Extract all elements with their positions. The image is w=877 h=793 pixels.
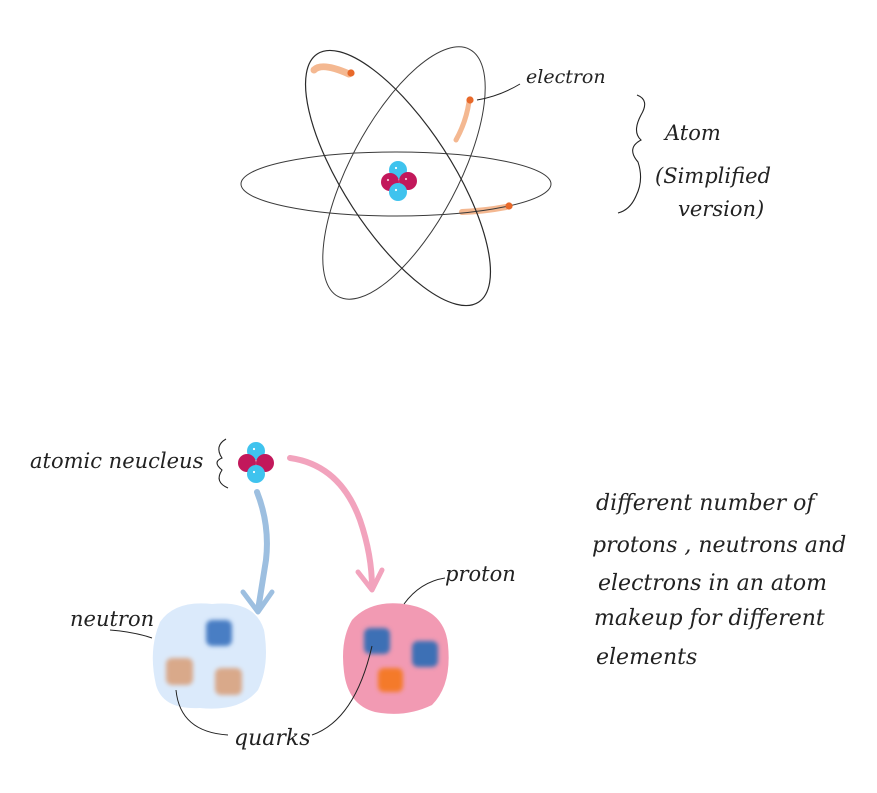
note-line-1: different number of: [596, 491, 818, 516]
neutron-blob: [152, 603, 266, 709]
electron-pointer-line: [476, 83, 521, 101]
explanation-note: different number of protons , neutrons a…: [592, 491, 846, 670]
note-line-3: electrons in an atom: [598, 571, 827, 596]
proton-pointer-line: [403, 577, 446, 605]
electron-dot-2: [466, 96, 474, 104]
quark-blue: [364, 628, 390, 654]
quark-blue: [206, 620, 232, 646]
quarks-label: quarks: [234, 726, 311, 751]
note-line-5: elements: [596, 645, 697, 670]
orbit-horizontal: [240, 151, 552, 217]
electron-trail-1: [310, 63, 353, 78]
orbit-left-tilt: [304, 49, 492, 307]
proton-label: proton: [445, 562, 516, 586]
neutron-label: neutron: [70, 607, 154, 631]
atom-brace: [617, 94, 646, 214]
neutron-particle: [389, 183, 407, 201]
quarks-pointer-neutron: [175, 689, 229, 736]
note-line-2: protons , neutrons and: [592, 533, 846, 558]
neutron-particle: [247, 465, 265, 483]
quark-orange: [378, 668, 403, 692]
electron-dot-3: [505, 202, 513, 210]
atom-model: [240, 46, 552, 307]
neutron-pointer-line: [109, 629, 153, 639]
nucleus-brace: [216, 438, 229, 489]
atom-label-line2: (Simplified: [655, 164, 771, 188]
note-line-4: makeup for different: [594, 606, 825, 631]
quark-tan: [166, 658, 193, 685]
quarks-pointer-proton: [311, 645, 373, 736]
atom-nucleus: [381, 161, 417, 201]
electron-trail-2: [453, 99, 472, 143]
small-nucleus: [238, 442, 274, 483]
atomic-nucleus-label: atomic neucleus: [30, 449, 204, 473]
electron-dot-1: [347, 69, 355, 77]
proton-blob: [343, 603, 449, 714]
arrow-to-proton: [287, 455, 385, 593]
electron-label: electron: [526, 66, 606, 88]
atom-label-line3: version): [678, 197, 764, 221]
quark-tan: [215, 668, 242, 695]
quark-blue: [412, 641, 438, 667]
orbit-right-tilt: [322, 46, 486, 300]
atom-label-line1: Atom: [663, 121, 721, 145]
arrow-to-neutron: [240, 489, 275, 615]
